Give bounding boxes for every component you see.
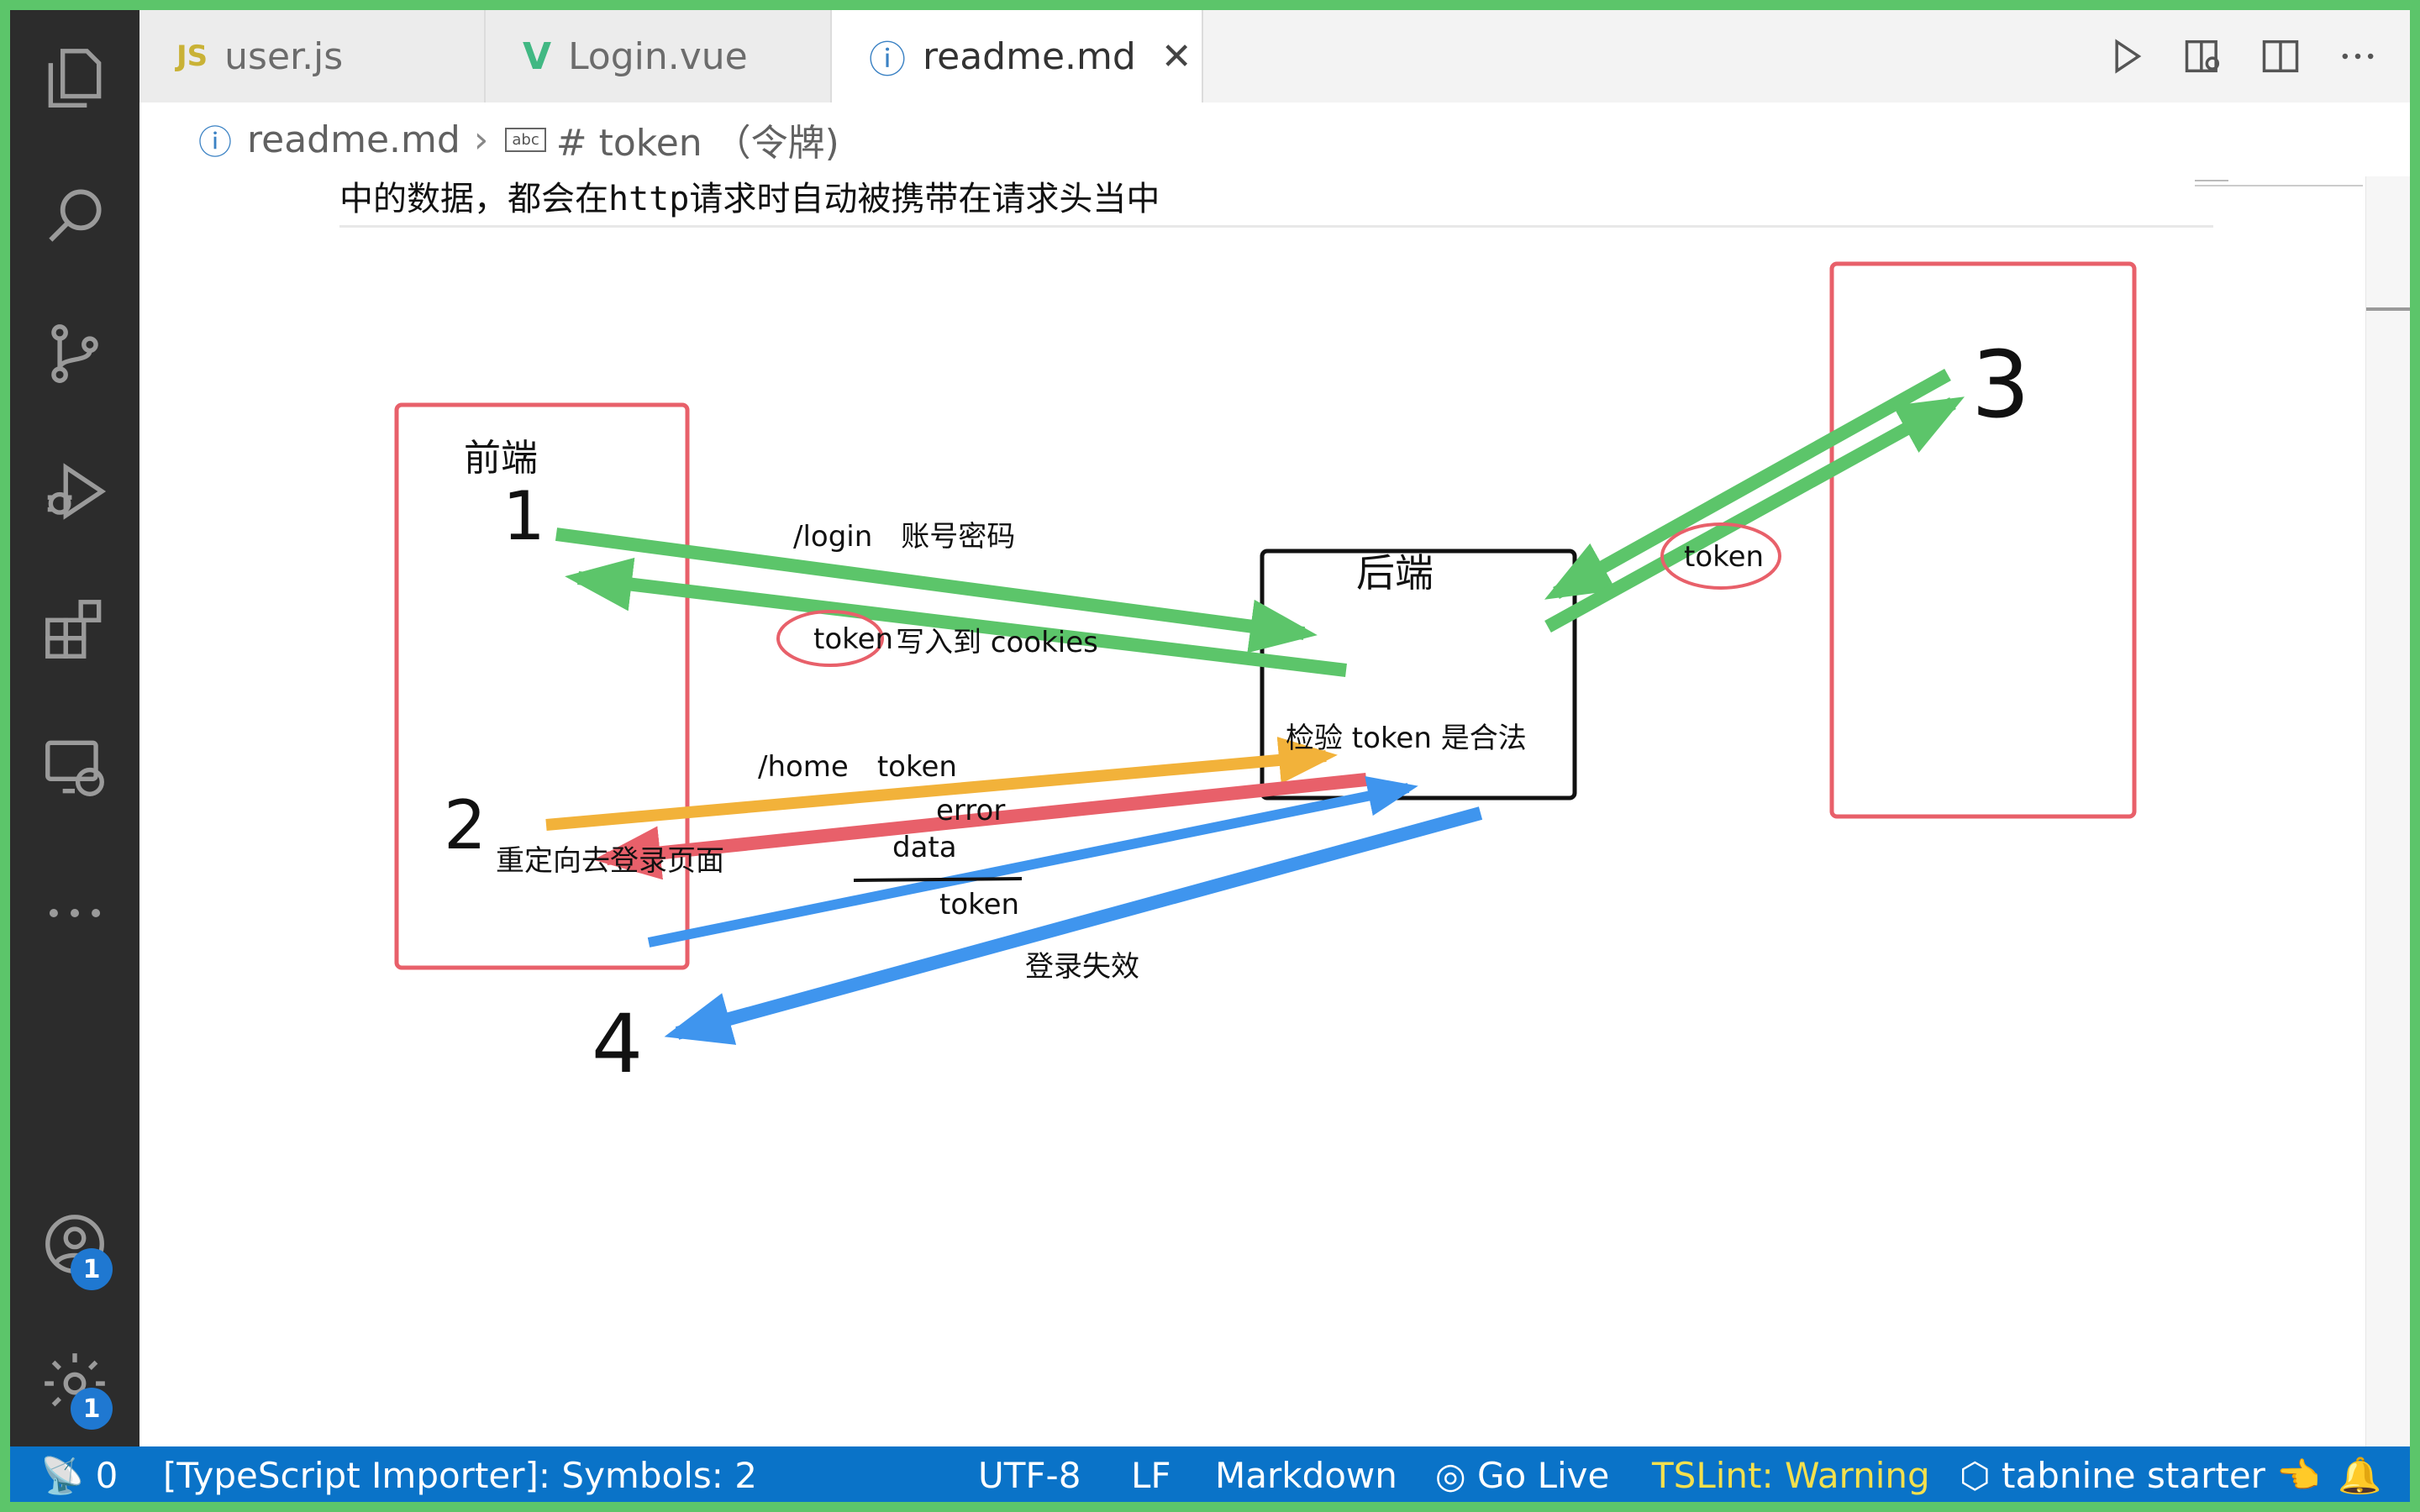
vue-file-icon: V: [523, 34, 552, 78]
info-icon: ⓘ: [198, 123, 232, 162]
search-icon[interactable]: [10, 161, 139, 270]
chevron-right-icon: ›: [473, 118, 489, 161]
split-editor-icon[interactable]: [2259, 34, 2302, 78]
importer-status[interactable]: [TypeScript Importer]: Symbols: 2: [163, 1455, 757, 1496]
token-flow-diagram: 1 2 3 4 前端 后端 /login 账号密码 token 写入到 cook…: [394, 261, 2137, 1091]
editor-actions: [2104, 10, 2380, 102]
tab-login-vue[interactable]: V Login.vue: [486, 10, 832, 102]
explorer-icon[interactable]: [10, 24, 139, 133]
login-request-arrow: [555, 528, 1318, 654]
activity-bar: 1 1: [10, 10, 139, 1446]
step-number-3: 3: [1971, 331, 2030, 438]
breadcrumb-file[interactable]: readme.md: [247, 118, 460, 161]
settings-badge: 1: [71, 1388, 113, 1430]
broadcast-icon: 📡: [40, 1455, 85, 1496]
third-party-to-backend-arrow: [1544, 369, 1951, 600]
status-bar: 📡 0 [TypeScript Importer]: Symbols: 2 UT…: [10, 1446, 2410, 1502]
token-response-arrow: [565, 557, 1347, 677]
home-request-arrow: [545, 737, 1338, 831]
backend-to-third-party-arrow: [1544, 396, 1965, 633]
tabnine-status[interactable]: ⬡ tabnine starter 👈: [1960, 1455, 2321, 1496]
editor-text-line[interactable]: 中的数据，都会在http请求时自动被携带在请求头当中: [339, 176, 2213, 228]
data-label: data: [892, 831, 957, 864]
token-request-arrow: [647, 776, 1418, 948]
run-icon[interactable]: [2104, 34, 2148, 78]
source-control-icon[interactable]: [10, 299, 139, 408]
open-preview-icon[interactable]: [2181, 34, 2225, 78]
tab-label: Login.vue: [568, 34, 748, 78]
accounts-badge: 1: [71, 1248, 113, 1290]
language-status[interactable]: Markdown: [1215, 1455, 1397, 1496]
encoding-status[interactable]: UTF-8: [978, 1455, 1081, 1496]
token-circled-label: token: [813, 622, 893, 656]
login-label: /login 账号密码: [793, 520, 1015, 554]
more-icon[interactable]: [10, 858, 139, 968]
vertical-scrollbar[interactable]: [2365, 176, 2410, 1446]
backend-box: [1260, 549, 1577, 801]
data-underline: [853, 877, 1023, 882]
broadcast-icon: ◎: [1435, 1455, 1466, 1496]
tab-label: readme.md: [923, 34, 1136, 78]
tab-bar: JS user.js V Login.vue ⓘ readme.md ✕: [139, 10, 2410, 102]
backend-label: 后端: [1356, 550, 1434, 596]
token-label: token: [939, 888, 1019, 921]
step-number-2: 2: [444, 786, 487, 864]
breadcrumb: ⓘ readme.md › abc # token （令牌): [139, 102, 2410, 176]
error-redirect-arrow: [593, 773, 1367, 880]
write-cookies-label: 写入到 cookies: [896, 626, 1098, 659]
login-invalid-arrow: [664, 806, 1483, 1045]
go-live-status[interactable]: ◎ Go Live: [1435, 1455, 1610, 1496]
third-party-box: [1829, 261, 2137, 819]
ports-status[interactable]: 📡 0: [40, 1455, 118, 1496]
more-actions-icon[interactable]: [2336, 34, 2380, 78]
tab-user-js[interactable]: JS user.js: [139, 10, 486, 102]
frontend-box: [394, 402, 690, 970]
tab-readme-md[interactable]: ⓘ readme.md ✕: [832, 10, 1203, 102]
step-number-4: 4: [592, 997, 643, 1091]
remote-explorer-icon[interactable]: [10, 712, 139, 822]
step-number-1: 1: [502, 477, 545, 555]
token-circle-mark: [776, 610, 884, 667]
close-icon[interactable]: ✕: [1160, 34, 1192, 78]
run-debug-icon[interactable]: [10, 437, 139, 546]
token-circle-mark: [1660, 522, 1781, 590]
error-label: error: [936, 794, 1005, 827]
string-symbol-icon: abc: [505, 127, 546, 152]
scrollbar-thumb[interactable]: [2366, 307, 2410, 311]
vscode-window: 1 1 JS user.js V Login.vue ⓘ readme.md ✕…: [10, 10, 2410, 1502]
info-icon: ⓘ: [869, 39, 906, 81]
markdown-editor[interactable]: 中的数据，都会在http请求时自动被携带在请求头当中: [139, 176, 2410, 1446]
breadcrumb-symbol[interactable]: # token （令牌): [555, 122, 839, 165]
login-invalid-label: 登录失效: [1025, 950, 1139, 984]
javascript-file-icon: JS: [176, 39, 208, 73]
check-token-label: 检验 token 是合法: [1286, 722, 1527, 755]
extensions-icon[interactable]: [10, 575, 139, 684]
home-token-label: /home token: [758, 750, 957, 784]
tab-label: user.js: [224, 34, 344, 78]
minimap[interactable]: [2195, 178, 2363, 192]
tslint-status[interactable]: TSLint: Warning: [1652, 1455, 1930, 1496]
redirect-label: 重定向去登录页面: [496, 844, 724, 878]
frontend-label: 前端: [464, 437, 538, 480]
tabnine-icon: ⬡: [1960, 1455, 1991, 1496]
notifications-bell-icon[interactable]: 🔔: [2338, 1455, 2382, 1496]
token-right-label: token: [1684, 540, 1764, 574]
eol-status[interactable]: LF: [1131, 1455, 1171, 1496]
